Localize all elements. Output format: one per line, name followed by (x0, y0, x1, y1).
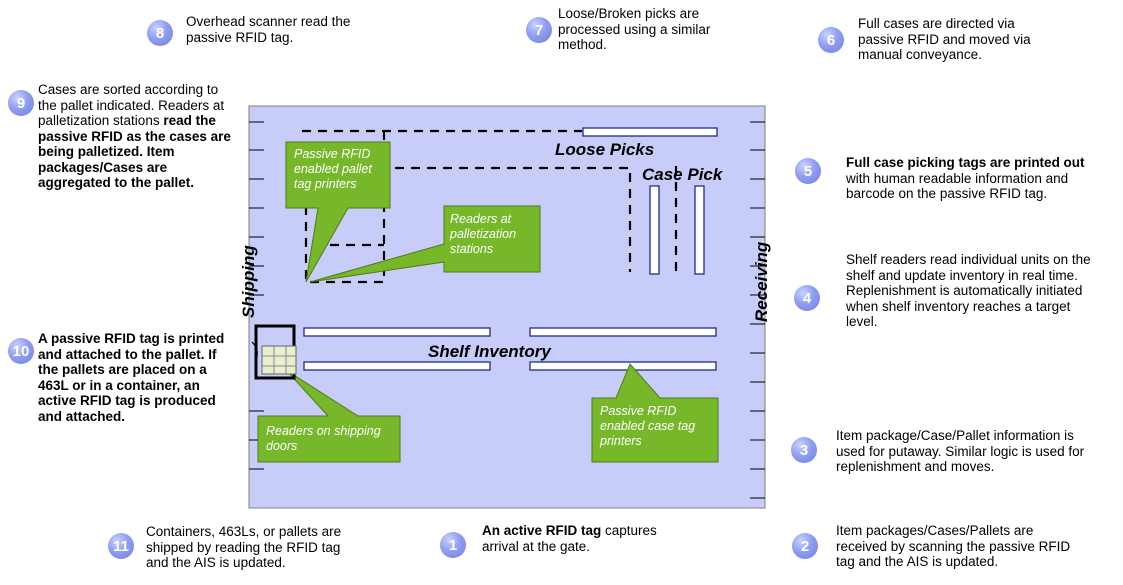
step-note-8: Overhead scanner read the passive RFID t… (186, 14, 351, 45)
step-note-2: Item packages/Cases/Pallets are received… (836, 523, 1071, 569)
step-badge-10: 10 (8, 338, 34, 364)
callout-pallet-printers-text: Passive RFID enabled pallet tag printers (294, 147, 372, 191)
area-receiving: Receiving (752, 241, 771, 322)
area-shelf-inventory: Shelf Inventory (428, 342, 551, 361)
step-note-4: Shelf readers read individual units on t… (846, 252, 1091, 329)
callout-palletization-readers (309, 205, 541, 283)
step-note-11: Containers, 463Ls, or pallets are shippe… (146, 524, 342, 570)
step-badge-8: 8 (147, 20, 173, 46)
step-badge-3: 3 (791, 437, 817, 463)
step-note-10: A passive RFID tag is printed and attach… (38, 331, 225, 424)
step-badge-2: 2 (792, 533, 818, 559)
area-case-pick: Case Pick (642, 165, 723, 184)
shipping-dock-marks (249, 121, 264, 470)
step-note-5: Full case picking tags are printed out w… (846, 155, 1085, 201)
step-badge-11: 11 (108, 533, 134, 559)
area-shipping: Shipping (239, 245, 258, 318)
step-badge-6: 6 (818, 27, 844, 53)
step-note-1: An active RFID tag captures arrival at t… (482, 523, 657, 554)
callout-case-printers-text: Passive RFID enabled case tag printers (600, 404, 696, 448)
step-badge-9: 9 (8, 90, 34, 116)
racks (303, 127, 718, 371)
step-note-6: Full cases are directed via passive RFID… (858, 16, 1031, 62)
pallet-icon (251, 324, 297, 380)
step-badge-7: 7 (526, 17, 552, 43)
callout-palletization-readers-text: Readers at palletization stations (450, 212, 517, 256)
receiving-dock-marks (750, 121, 765, 499)
area-loose-picks: Loose Picks (555, 140, 655, 159)
step-badge-1: 1 (440, 532, 466, 558)
step-note-3: Item package/Case/Pallet information is … (836, 428, 1085, 474)
step-badge-5: 5 (795, 158, 821, 184)
callout-shipping-doors-text: Readers on shipping doors (266, 424, 381, 453)
callout-case-printers (591, 363, 719, 463)
step-note-7: Loose/Broken picks are processed using a… (558, 6, 711, 52)
callout-pallet-printers (285, 141, 391, 283)
step-note-9: Cases are sorted according to the pallet… (38, 82, 231, 190)
step-badge-4: 4 (794, 285, 820, 311)
callout-shipping-doors (257, 369, 401, 463)
